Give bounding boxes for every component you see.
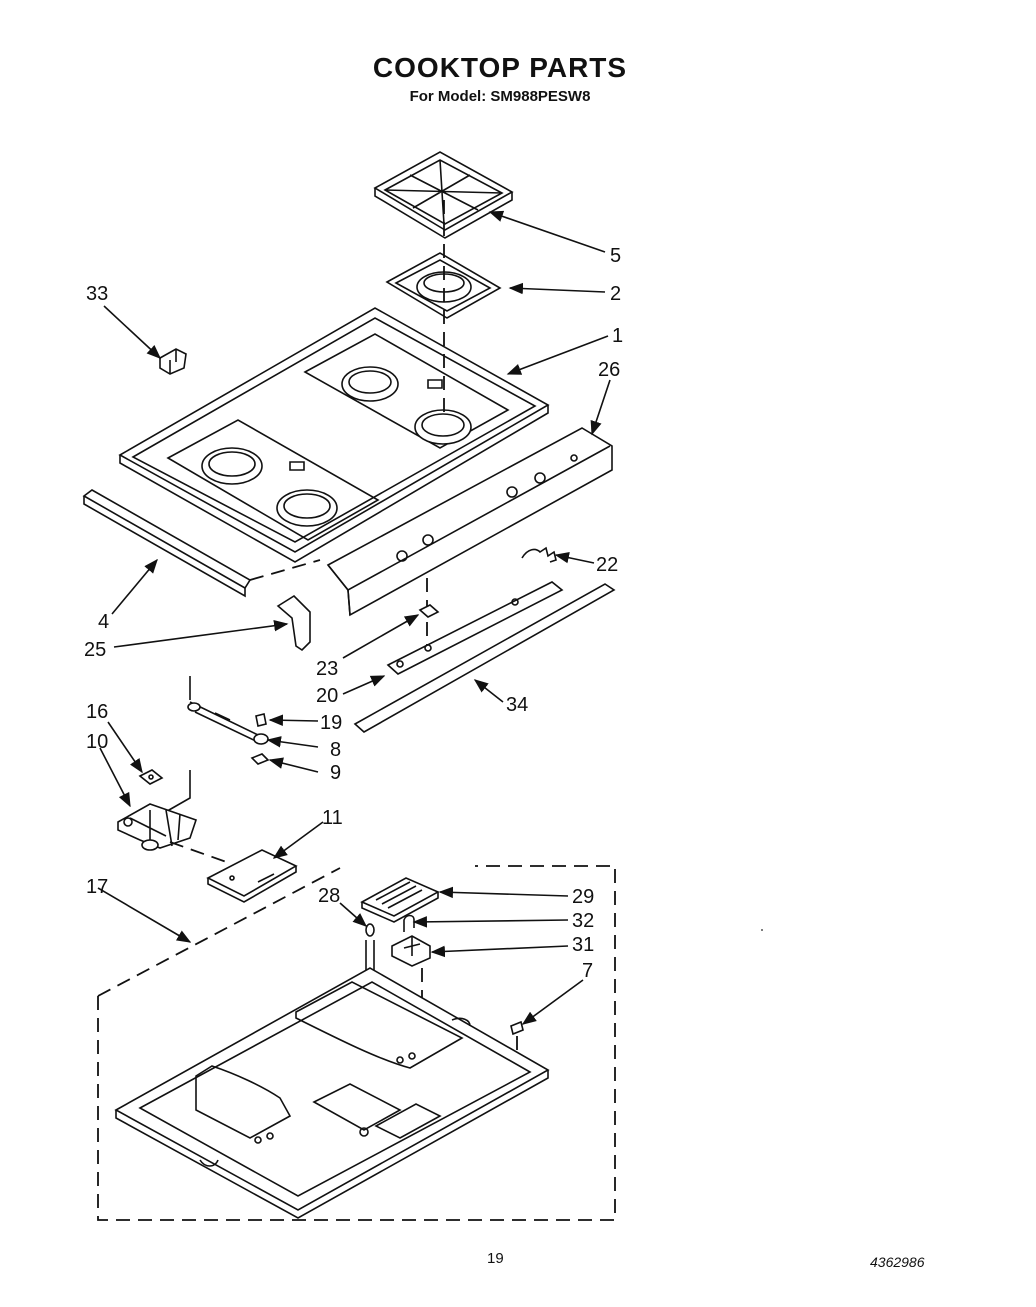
callout-33: 33 [86, 283, 108, 305]
callout-9: 9 [330, 762, 341, 784]
burner-grate [373, 151, 514, 239]
callout-29: 29 [572, 886, 594, 908]
control-panel-bracket [326, 427, 613, 617]
burner-box-tray [114, 967, 550, 1219]
screw [365, 923, 375, 937]
grille-clip [403, 914, 415, 932]
callout-22: 22 [596, 554, 618, 576]
callout-7: 7 [582, 960, 593, 982]
scan-speck [761, 929, 763, 931]
callout-19: 19 [320, 712, 342, 734]
burner-bowl [385, 252, 502, 319]
callout-20: 20 [316, 685, 338, 707]
knob-bracket [276, 594, 311, 652]
valve-bracket [206, 849, 298, 903]
callout-16: 16 [86, 701, 108, 723]
small-screw [510, 1020, 524, 1036]
valve-assembly [117, 803, 198, 851]
long-strip [353, 583, 616, 733]
callout-17: 17 [86, 876, 108, 898]
alignment-line-trim [249, 559, 321, 581]
small-bracket [138, 769, 164, 785]
cooktop-main-top [118, 307, 550, 563]
valve-clip [255, 713, 267, 727]
callout-25: 25 [84, 639, 106, 661]
alignment-line-valve [169, 841, 233, 865]
valve-shaft [187, 701, 269, 745]
page-number: 19 [487, 1250, 504, 1267]
gas-line [161, 770, 191, 815]
page-title: COOKTOP PARTS [372, 52, 628, 83]
callout-31: 31 [572, 934, 594, 956]
callout-1: 1 [612, 325, 623, 347]
callout-8: 8 [330, 739, 341, 761]
document-code: 4362986 [870, 1254, 925, 1270]
burner-box-diagonal [97, 867, 341, 997]
callout-26: 26 [598, 359, 620, 381]
grille-bracket [391, 935, 431, 967]
callout-4: 4 [98, 611, 109, 633]
callout-11: 11 [322, 807, 343, 829]
leader-lines [97, 210, 611, 1025]
callout-2: 2 [610, 283, 621, 305]
callout-10: 10 [86, 731, 108, 753]
orifice [250, 753, 270, 765]
callout-34: 34 [506, 694, 528, 716]
callout-28: 28 [318, 885, 340, 907]
callout-5: 5 [610, 245, 621, 267]
spring [521, 546, 557, 563]
callout-23: 23 [316, 658, 338, 680]
mounting-rail [386, 581, 564, 675]
callout-32: 32 [572, 910, 594, 932]
vent-grille [360, 877, 440, 923]
nut [418, 604, 440, 618]
small-clip [159, 348, 187, 375]
model-subtitle: For Model: SM988PESW8 [409, 88, 591, 105]
